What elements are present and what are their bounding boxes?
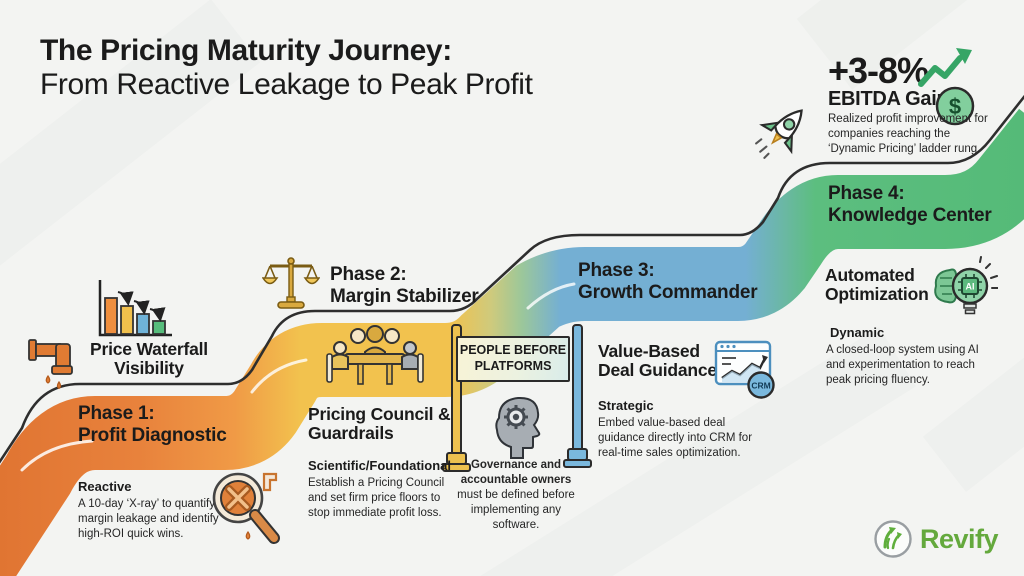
sign-note-bold: Governance and accountable owners [460,459,572,486]
phase2-description: Establish a Pricing Council and set firm… [308,477,445,519]
page-title-line2: From Reactive Leakage to Peak Profit [40,68,533,101]
declining-waterfall-chart-icon [98,280,172,337]
revify-logo-text: Revify [920,524,999,554]
phase2-band-label-line2: Margin Stabilizer [330,285,479,307]
people-before-platforms-banner: PEOPLE BEFORE PLATFORMS [456,336,570,382]
sign-post-left-foot [442,463,471,472]
phase1-band-label-line2: Profit Diagnostic [78,424,227,446]
banner-line1: PEOPLE BEFORE [459,343,567,358]
page-title-line1: The Pricing Maturity Journey: [40,34,452,67]
svg-text:AI: AI [966,282,975,292]
phase4-band-label-line1: Phase 4: [828,183,905,204]
ai-lightbulb-brain-icon: AI [934,256,998,315]
phase3-band-label-line2: Growth Commander [578,281,758,303]
ebitda-gain-label: EBITDA Gain [828,88,949,110]
dollar-coin-icon: $ [935,86,975,126]
ebitda-gain-value: +3-8% [828,50,929,91]
sign-note: Governance and accountable owners must b… [455,458,577,533]
svg-text:$: $ [949,94,961,119]
phase3-feature-title: Value-Based Deal Guidance [598,341,717,381]
phase4-description: A closed-loop system using AI and experi… [826,344,979,386]
svg-text:CRM: CRM [751,381,770,391]
banner-line2: PLATFORMS [474,359,552,373]
phase4-tag: Dynamic [830,325,885,340]
ebitda-description: Realized profit improvement for companie… [828,113,988,155]
phase2-tag: Scientific/Foundational [308,458,452,473]
phase3-description: Embed value-based deal guidance directly… [598,417,753,459]
rocket-icon [755,109,803,159]
growth-arrow-icon [918,48,972,87]
xray-magnifier-icon [212,472,280,544]
phase4-feature-title: Automated Optimization [825,265,929,305]
crm-dashboard-icon: CRM [714,340,775,399]
sign-post-right [572,324,583,454]
pricing-council-meeting-icon [326,325,424,385]
phase2-band-label-line1: Phase 2: [330,264,407,285]
phase3-band-label-line1: Phase 3: [578,260,655,281]
phase1-feature-title: Price Waterfall Visibility [90,339,208,379]
phase2-feature-title: Pricing Council & Guardrails [308,404,451,444]
phase1-description: A 10-day ‘X-ray’ to quantify margin leak… [78,498,219,540]
phase1-band-label-line1: Phase 1: [78,403,155,424]
leaking-pipe-icon [28,339,73,390]
phase1-tag: Reactive [78,479,132,494]
phase4-band-label-line2: Knowledge Center [828,204,992,226]
revify-logo-icon [874,520,912,558]
sign-post-right-foot [563,459,592,468]
sign-note-rest: must be defined before implementing any … [457,488,575,531]
phase3-tag: Strategic [598,398,654,413]
head-gear-icon [495,396,541,459]
balance-scales-icon [262,257,320,309]
